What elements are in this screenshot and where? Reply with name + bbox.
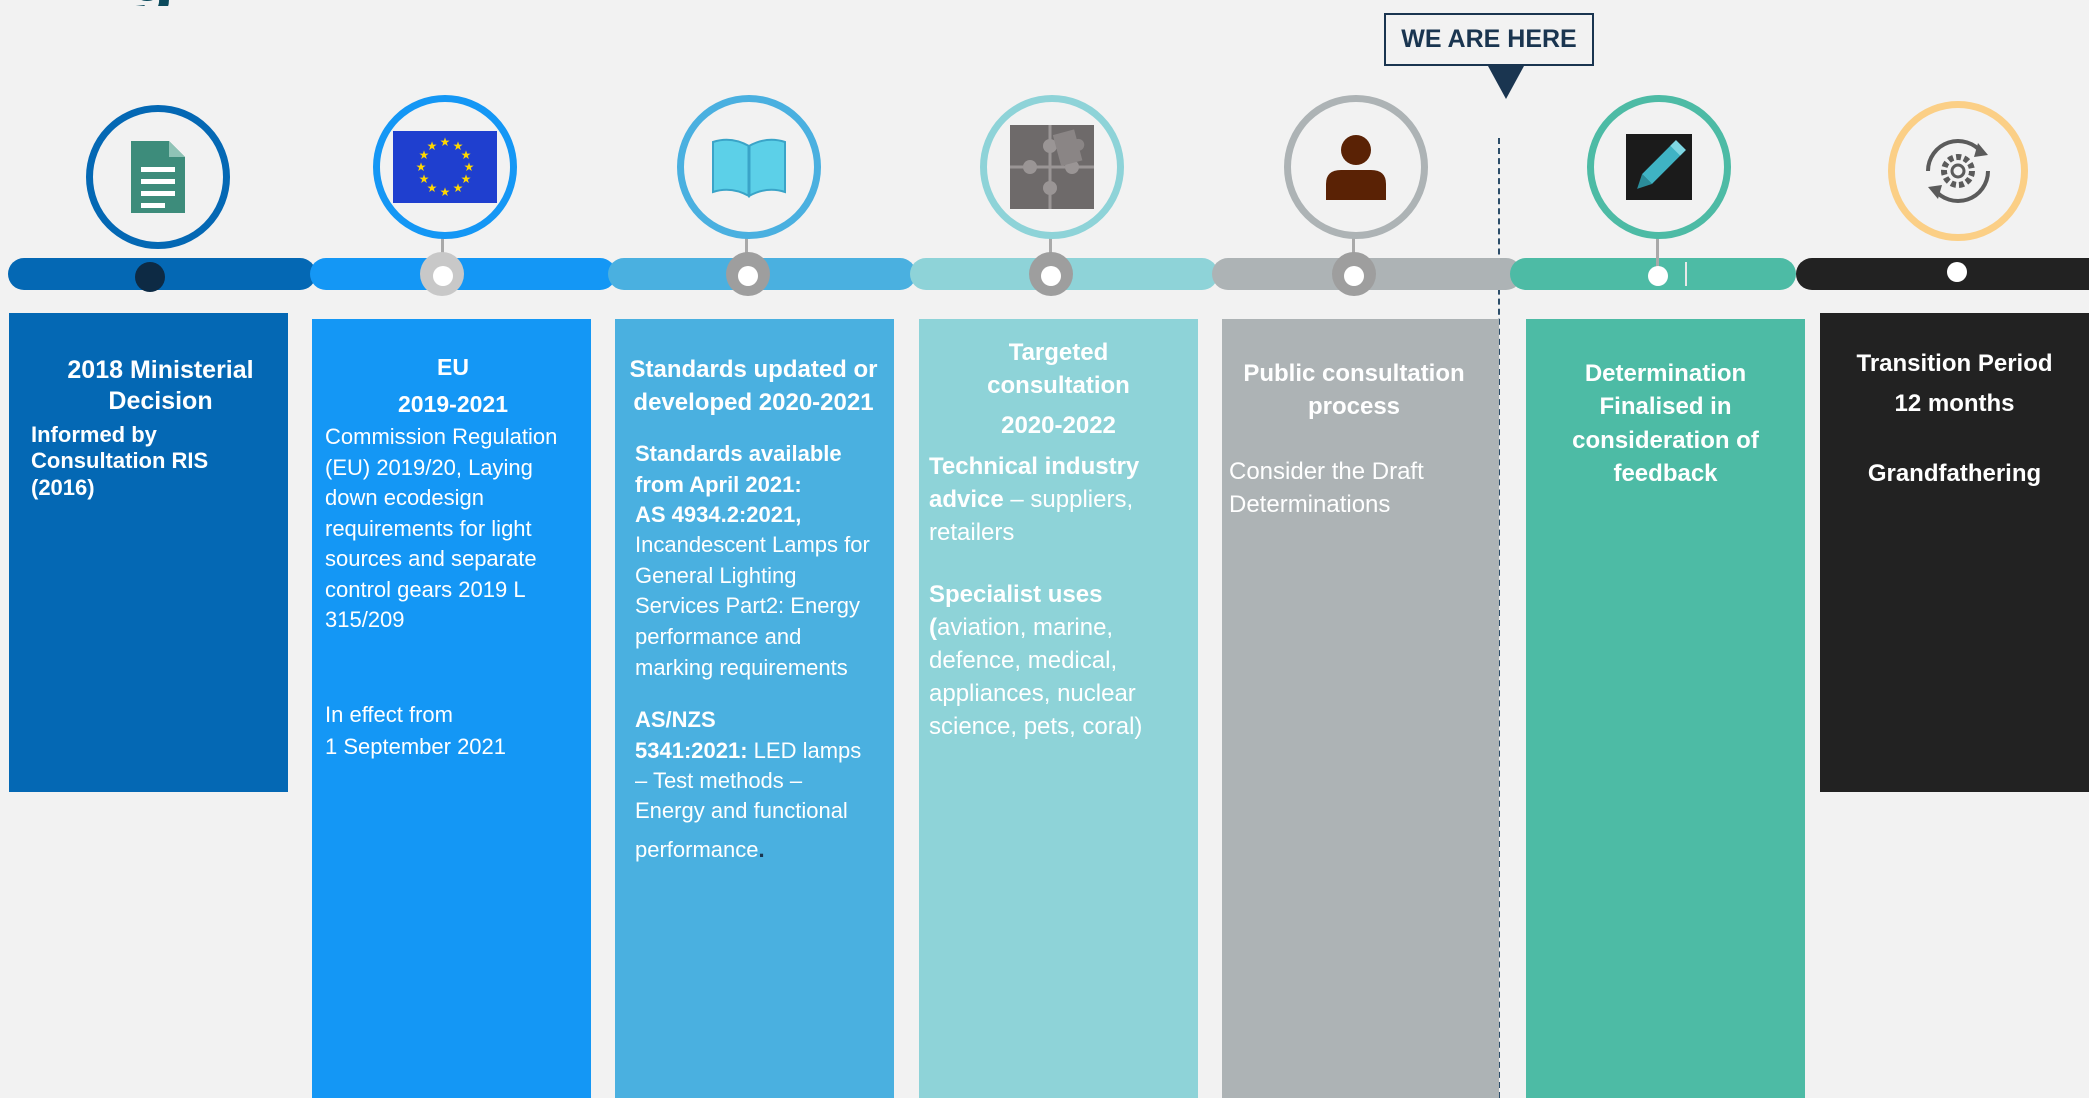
puzzle-icon: [1010, 125, 1094, 209]
stage-title: EU: [437, 354, 469, 380]
document-icon: [131, 141, 185, 213]
targeted-advice-text: – suppliers, retailers: [929, 486, 1134, 547]
stage-effect-line1: In effect from: [325, 702, 453, 728]
pencil-icon: [1626, 134, 1692, 200]
eu-flag-icon: ★★★ ★★★ ★★★ ★★★: [393, 131, 497, 203]
svg-text:★: ★: [440, 185, 451, 199]
standard-2-period: .: [758, 837, 765, 863]
page-title-fragment: g: [130, 0, 830, 6]
timeline-divider: [1685, 262, 1687, 286]
standard-2-code-number: 5341:2021:: [635, 737, 748, 763]
stage-title: Targeted consultation: [987, 339, 1130, 400]
svg-text:★: ★: [453, 139, 464, 153]
icon-circle-targeted: [980, 95, 1124, 239]
specialist-label: Specialist uses: [929, 580, 1103, 608]
svg-text:★: ★: [416, 160, 427, 174]
connector-stem: [1656, 238, 1659, 268]
stage-title: Determination Finalised in consideration…: [1572, 360, 1759, 488]
targeted-specialist: Specialist uses (aviation, marine, defen…: [929, 578, 1164, 744]
timeline-dot-public: [1344, 266, 1364, 286]
standards-available: Standards available from April 2021:: [635, 441, 842, 497]
stage-title-line1: Transition Period: [1856, 350, 2053, 377]
stage-box-standards: Standards updated or developed 2020-2021…: [615, 319, 894, 1098]
svg-text:★: ★: [461, 172, 472, 186]
icon-circle-2018: [86, 105, 230, 249]
svg-text:★: ★: [419, 172, 430, 186]
stage-years: 2020-2022: [1001, 412, 1116, 440]
svg-text:★: ★: [440, 135, 451, 149]
we-are-here-arrow: [1488, 66, 1524, 99]
stage-body: Grandfathering: [1867, 460, 2042, 487]
svg-text:★: ★: [461, 148, 472, 162]
targeted-advice-label: Technical industry advice: [929, 453, 1140, 514]
icon-circle-transition: [1888, 101, 2028, 241]
targeted-advice: Technical industry advice – suppliers, r…: [929, 450, 1188, 549]
standard-2-line: 5341:2021: LED lamps: [635, 736, 884, 766]
stage-body: Commission Regulation (EU) 2019/20, Layi…: [325, 424, 558, 633]
stage-box-transition: Transition Period 12 months Grandfatheri…: [1820, 313, 2089, 792]
timeline-dot-determination: [1648, 266, 1668, 286]
timeline-dot-targeted: [1041, 266, 1061, 286]
stage-box-targeted: Targeted consultation 2020-2022 Technica…: [919, 319, 1198, 1098]
stage-box-determination: Determination Finalised in consideration…: [1526, 319, 1805, 1098]
standard-2-description: LED lamps: [753, 737, 862, 763]
stage-years: 2019-2021: [398, 391, 508, 417]
standard-2-description-last: performance.: [635, 837, 884, 863]
stage-box-public: Public consultation process Consider the…: [1222, 319, 1499, 1098]
we-are-here-callout: WE ARE HERE: [1384, 13, 1594, 66]
svg-text:★: ★: [427, 181, 438, 195]
svg-text:★: ★: [419, 148, 430, 162]
standard-1-description: Incandescent Lamps for General Lighting …: [635, 532, 870, 680]
icon-circle-determination: [1587, 95, 1731, 239]
timeline-bar-transition: [1796, 258, 2089, 290]
stage-title-line2: 12 months: [1894, 390, 2015, 417]
stage-title: Public consultation process: [1243, 360, 1465, 421]
timeline-dot-standards: [738, 266, 758, 286]
standard-2-description-text: performance: [635, 837, 759, 863]
stage-body: Consider the Draft Determinations: [1229, 458, 1424, 519]
stage-effect-line2: 1 September 2021: [325, 734, 507, 760]
svg-text:★: ★: [464, 160, 475, 174]
icon-circle-public: [1284, 95, 1428, 239]
timeline-dot-eu: [433, 266, 453, 286]
stage-title: Standards updated or developed 2020-2021: [629, 356, 878, 417]
gear-cycle-icon: [1926, 139, 1990, 203]
stage-subtitle: Informed by Consultation RIS (2016): [31, 421, 209, 501]
standard-1-code: AS 4934.2:2021,: [635, 501, 802, 527]
specialist-text: aviation, marine, defence, medical, appl…: [929, 613, 1143, 740]
specialist-paren: (: [929, 613, 937, 641]
person-icon: [1326, 135, 1386, 200]
standard-2-description-rest: – Test methods – Energy and functional: [635, 767, 848, 824]
timeline-dot-transition: [1947, 262, 1967, 282]
stage-title: 2018 Ministerial Decision: [67, 356, 254, 416]
icon-circle-eu: ★★★ ★★★ ★★★ ★★★: [373, 95, 517, 239]
timeline-dot-2018: [135, 262, 165, 292]
stage-box-2018: 2018 Ministerial Decision Informed by Co…: [9, 313, 288, 792]
open-book-icon: [712, 138, 786, 198]
svg-text:★: ★: [453, 181, 464, 195]
stage-box-eu: EU 2019-2021 Commission Regulation (EU) …: [312, 319, 591, 1098]
standard-2-code: AS/NZS: [635, 707, 716, 733]
svg-text:★: ★: [427, 139, 438, 153]
icon-circle-standards: [677, 95, 821, 239]
current-position-line: [1498, 138, 1500, 1098]
